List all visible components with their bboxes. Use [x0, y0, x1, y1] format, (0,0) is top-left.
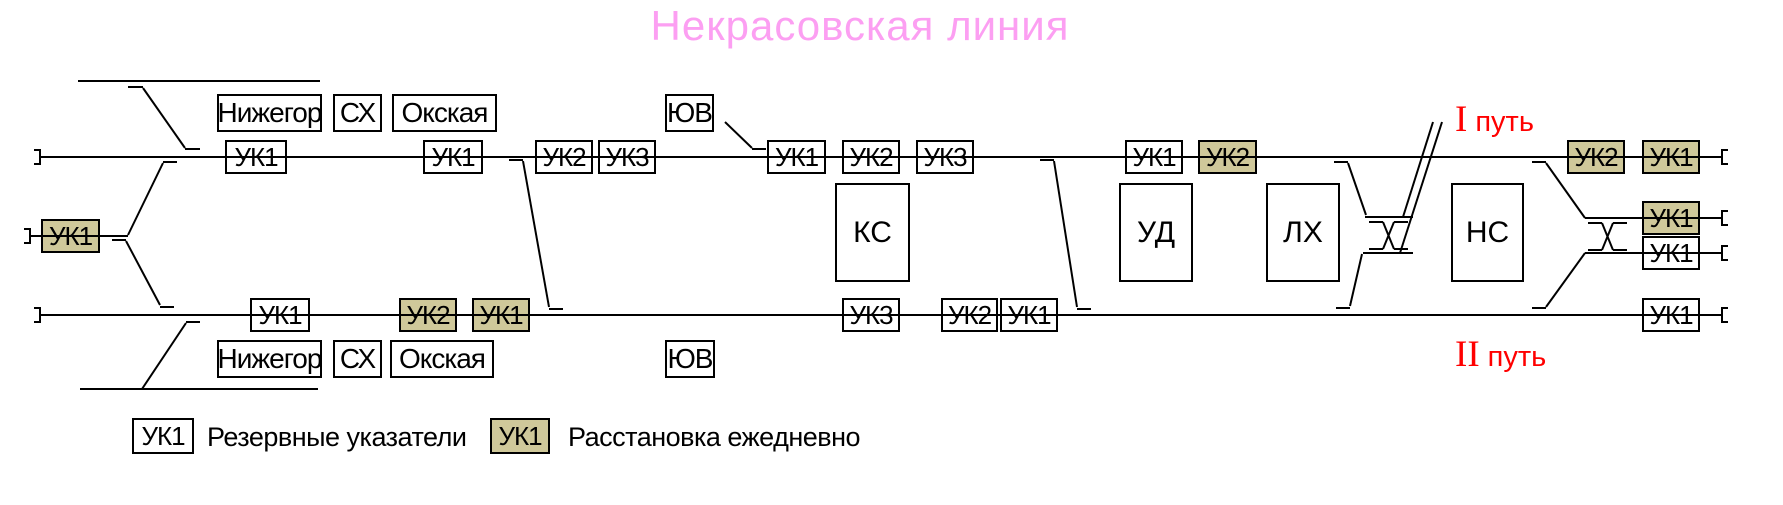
uk-marker-daily: УК1	[472, 298, 530, 332]
uk-marker: УК1	[250, 298, 310, 332]
uk-marker: УК1	[1642, 236, 1700, 270]
page-title: Некрасовская линия	[650, 2, 1070, 49]
station-box-nizhegorodskaya-bottom: Нижегор	[217, 340, 322, 378]
uk-marker: УК2	[842, 140, 900, 174]
legend-reserve-label: Резервные указатели	[207, 422, 467, 452]
station-box-nizhegorodskaya-top: Нижегор	[217, 94, 322, 132]
uk-marker-daily: УК2	[1567, 140, 1625, 174]
switch-stub-up	[127, 161, 177, 236]
legend-reserve-marker: УК1	[132, 418, 194, 454]
uk-marker: УК3	[598, 140, 656, 174]
switch-bottom-siding	[141, 321, 200, 390]
uk-marker-daily: УК1	[41, 219, 100, 253]
station-box-okskaya-bottom: Окская	[390, 340, 494, 378]
uk-marker: УК2	[535, 140, 593, 174]
scissors-right	[1532, 161, 1627, 309]
uk-marker: УК1	[1642, 298, 1700, 332]
uk-marker: УК2	[941, 298, 998, 332]
building-box-lh: ЛХ	[1266, 183, 1340, 282]
uk-marker-daily: УК1	[1642, 140, 1700, 174]
terminator-right	[1721, 149, 1728, 323]
building-box-ud: УД	[1119, 183, 1193, 282]
station-box-okskaya-top: Окская	[392, 94, 497, 132]
uk-marker: УК3	[842, 298, 900, 332]
terminator-left	[24, 149, 41, 323]
track-1-numeral: I	[1455, 99, 1468, 140]
uk-marker-daily: УК2	[1198, 140, 1257, 174]
depot-branch	[1399, 121, 1443, 254]
station-box-sx-bottom: СХ	[333, 340, 382, 378]
switch-top-siding	[128, 86, 200, 150]
uk-marker: УК1	[1125, 140, 1183, 174]
uk-marker: УК1	[767, 140, 826, 174]
legend-daily-label: Расстановка ежедневно	[568, 422, 861, 452]
building-box-ks: КС	[835, 183, 910, 282]
uk-marker: УК1	[423, 140, 483, 174]
station-box-yuv-bottom: ЮВ	[665, 340, 715, 378]
scissors-left	[1334, 161, 1408, 309]
building-box-ns: НС	[1451, 183, 1524, 282]
station-box-sx-top: СХ	[333, 94, 382, 132]
uk-marker: УК1	[225, 140, 287, 174]
uk-marker: УК1	[1000, 298, 1058, 332]
uk-marker: УК3	[916, 140, 974, 174]
track-1-word: путь	[1475, 106, 1534, 138]
uk-marker-daily: УК1	[1642, 201, 1700, 235]
uk-marker-daily: УК2	[399, 298, 457, 332]
track-2-word: путь	[1487, 341, 1547, 373]
crossover-1	[509, 159, 563, 310]
legend-daily-marker: УК1	[490, 418, 550, 454]
crossover-2	[1040, 159, 1091, 310]
branch-yuv	[724, 121, 766, 150]
track-2-numeral: II	[1455, 334, 1480, 375]
station-box-yuv-top: ЮВ	[665, 94, 714, 132]
switch-stub-down	[112, 239, 174, 308]
